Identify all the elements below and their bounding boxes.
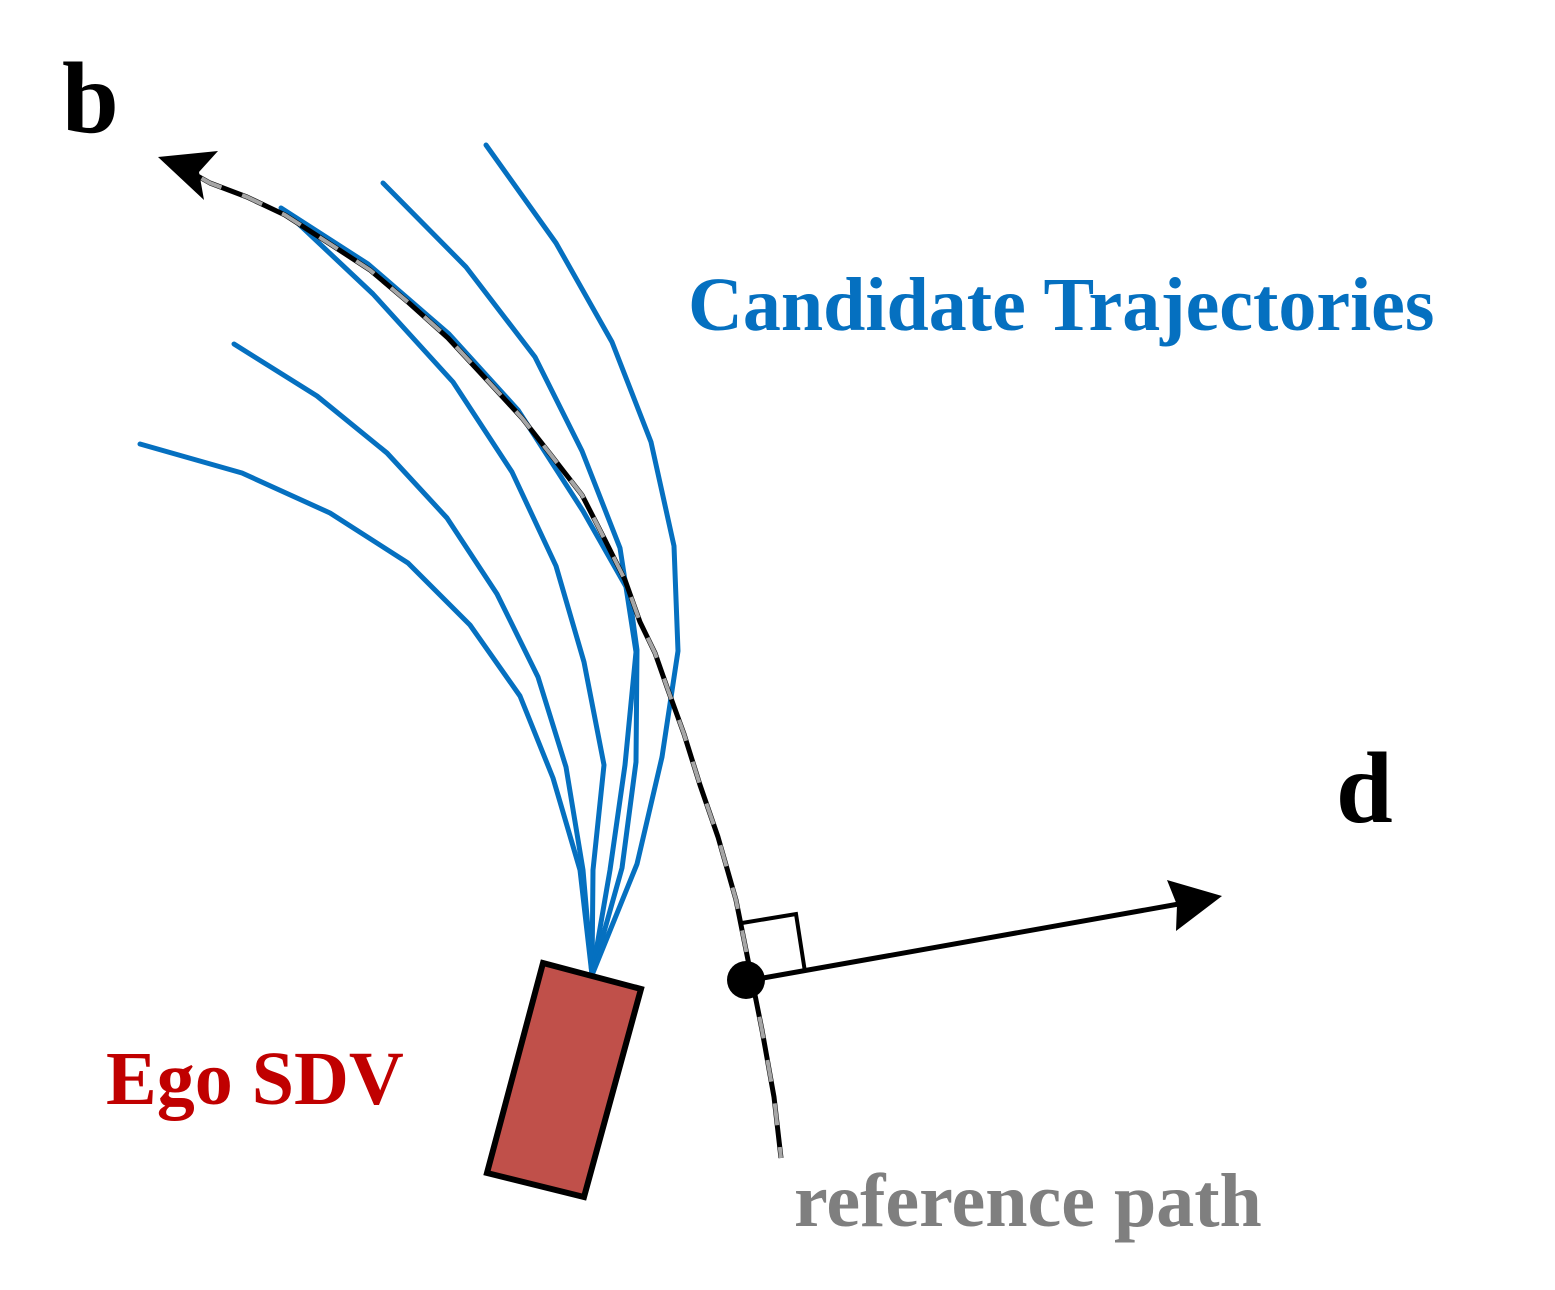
reference-path-dashes: [177, 163, 783, 1159]
ego-sdv-label: Ego SDV: [106, 1037, 404, 1121]
reference-path-label: reference path: [794, 1159, 1262, 1243]
candidate-trajectories: [137, 142, 681, 978]
candidate-trajectory: [380, 180, 639, 978]
projection-point: [727, 961, 765, 999]
d-axis-arrowhead: [1167, 880, 1222, 931]
reference-path: [158, 151, 784, 1159]
candidate-trajectory: [283, 209, 607, 978]
candidate-trajectory: [137, 441, 595, 978]
candidate-trajectories-label: Candidate Trajectories: [688, 263, 1435, 347]
right-angle-marker: [741, 911, 807, 973]
candidate-trajectory: [231, 341, 595, 978]
d-axis-line: [751, 899, 1191, 983]
axis-d-label: d: [1336, 732, 1393, 845]
candidate-trajectory: [483, 142, 681, 978]
ego-vehicle: [483, 959, 645, 1201]
axis-b-label: b: [62, 42, 119, 155]
b-axis-arrowhead: [158, 151, 218, 200]
d-axis: [751, 880, 1222, 983]
candidate-trajectory: [278, 205, 640, 978]
